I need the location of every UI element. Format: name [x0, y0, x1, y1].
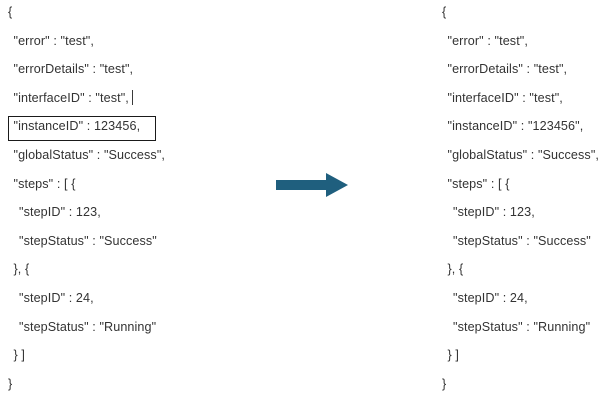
json-line-after-1: "error" : "test", — [447, 33, 528, 48]
json-line-before-12: } ] — [13, 348, 26, 363]
json-line-after-11: "stepStatus" : "Running" — [453, 319, 591, 334]
arrow-shape — [276, 173, 348, 197]
right-arrow-icon — [276, 170, 350, 200]
instanceid-highlight-box-before — [8, 116, 156, 141]
json-line-before-10: "stepID" : 24, — [19, 291, 94, 305]
json-line-before-5: "globalStatus" : "Success", — [13, 148, 165, 162]
json-line-after-8: "stepStatus" : "Success" — [453, 233, 591, 248]
json-line-before-8: "stepStatus" : "Success" — [19, 233, 157, 248]
json-line-before-2: "errorDetails" : "test", — [13, 62, 134, 77]
json-line-before-3: "interfaceID" : "test", — [13, 90, 129, 105]
json-line-after-10: "stepID" : 24, — [453, 291, 528, 305]
json-line-before-11: "stepStatus" : "Running" — [19, 319, 157, 334]
after-json-panel: {"error" : "test", "errorDetails" : "test… — [430, 0, 605, 405]
json-line-after-2: "errorDetails" : "test", — [447, 62, 568, 77]
json-line-before-1: "error" : "test", — [13, 33, 94, 48]
json-line-after-12: } ] — [447, 348, 460, 363]
json-line-after-13: } — [442, 376, 447, 391]
text-caret-icon — [132, 90, 134, 105]
json-line-before-7: "stepID" : 123, — [19, 205, 101, 220]
json-line-before-4: "instanceID" : 123456, — [13, 119, 141, 134]
json-line-after-4: "instanceID" : "123456", — [447, 119, 584, 134]
json-line-before-0: { — [8, 5, 13, 19]
json-line-before-6: "steps" : [ { — [13, 176, 76, 191]
json-line-after-9: }, { — [447, 262, 464, 277]
json-line-before-13: } — [8, 376, 13, 391]
before-json-panel: {"error" : "test", "errorDetails" : "test… — [0, 0, 300, 405]
json-line-after-6: "steps" : [ { — [447, 176, 510, 191]
json-line-after-0: { — [442, 5, 447, 19]
json-line-after-7: "stepID" : 123, — [453, 205, 535, 220]
json-line-after-3: "interfaceID" : "test", — [447, 90, 563, 105]
json-line-before-9: }, { — [13, 262, 30, 277]
json-line-after-5: "globalStatus" : "Success", — [447, 148, 599, 162]
